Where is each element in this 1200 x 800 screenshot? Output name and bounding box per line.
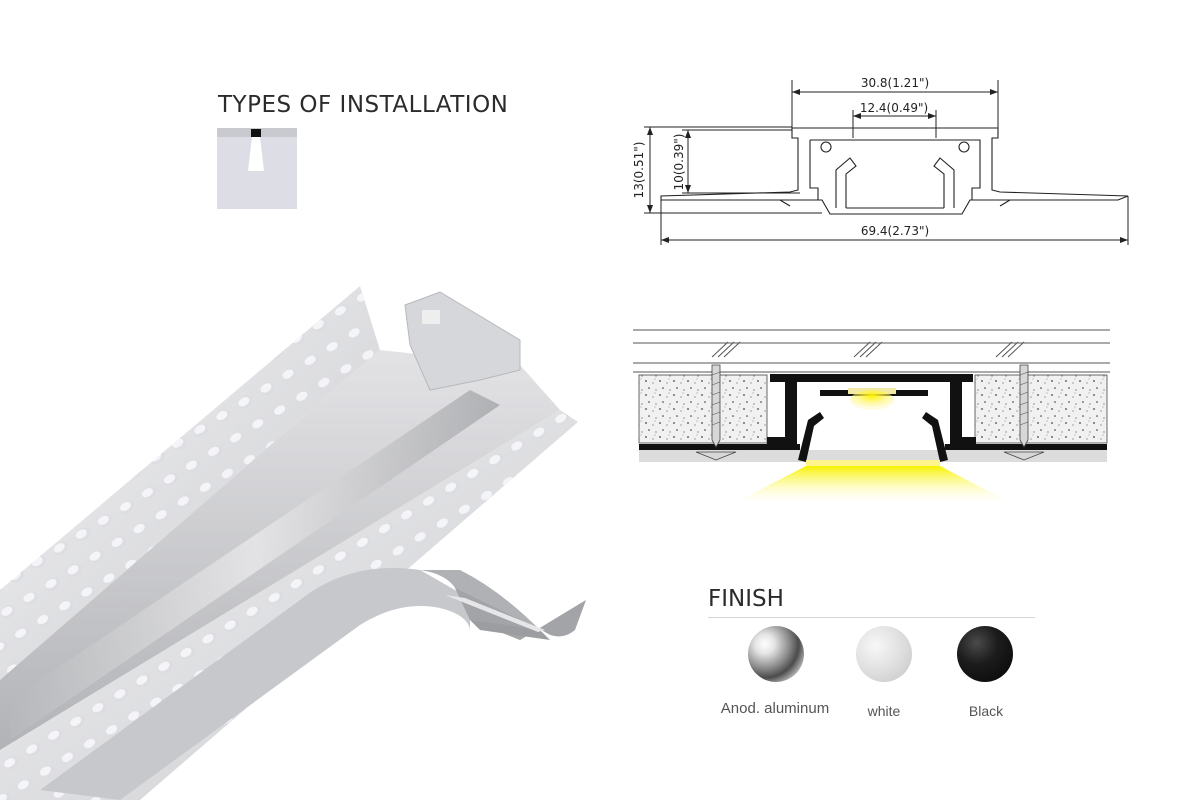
finish-label-black: Black [968,703,1004,719]
finish-title: FINISH [708,586,784,612]
finish-divider [708,617,1035,618]
aluminum-profile-render [0,286,586,800]
profile-dimension-drawing: 30.8(1.21") 12.4(0.49") 69.4(2.73") 13(0… [632,76,1129,245]
finish-label-white: white [867,703,901,719]
installation-title: TYPES OF INSTALLATION [218,92,509,118]
dim-overall-width: 69.4(2.73") [861,224,929,238]
dim-top-width: 30.8(1.21") [861,76,929,90]
finish-swatch-aluminum [748,626,804,682]
dim-total-height: 13(0.51") [632,142,646,199]
finish-swatch-white [856,626,912,682]
finish-swatch-black [957,626,1013,682]
drywall-install-section-icon [633,329,1110,500]
dim-inner-width: 12.4(0.49") [860,101,928,115]
dim-inner-height: 10(0.39") [672,134,686,191]
recessed-ceiling-icon [217,128,297,209]
finish-label-aluminum: Anod. aluminum [720,700,830,717]
